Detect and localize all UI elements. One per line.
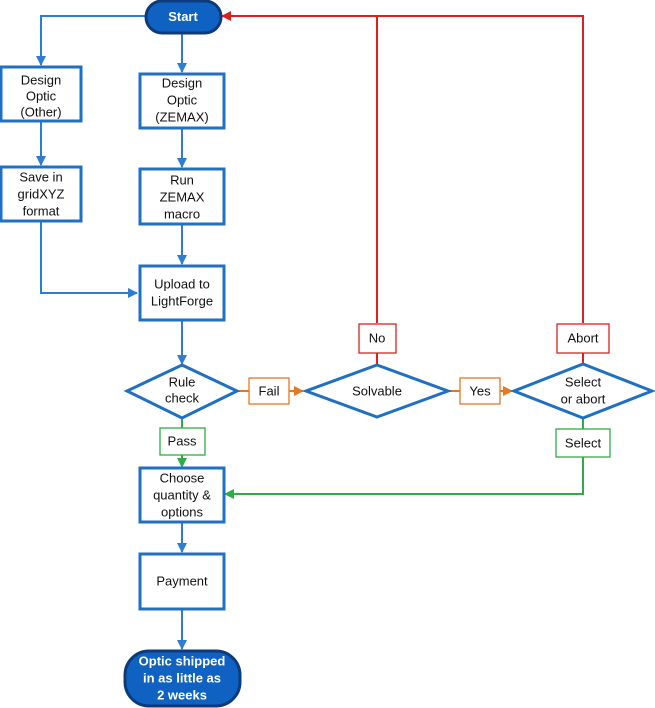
end-line-1: Optic shipped xyxy=(139,653,226,668)
no-label: No xyxy=(369,330,386,345)
fail-label: Fail xyxy=(259,383,280,398)
select-label-box: Select xyxy=(555,428,611,458)
rule-check-line-2: check xyxy=(165,390,199,405)
save-gridxyz-line-2: gridXYZ xyxy=(18,186,65,201)
choose-line-3: options xyxy=(161,504,203,519)
run-macro-line-1: Run xyxy=(170,172,194,187)
no-label-box: No xyxy=(358,323,397,354)
upload-lightforge-box: Upload to LightForge xyxy=(138,264,226,322)
edge-save-to-upload xyxy=(40,221,138,298)
design-optic-zemax-line-1: Design xyxy=(162,75,202,90)
save-gridxyz-line-1: Save in xyxy=(19,169,62,184)
edge-select-to-choose xyxy=(224,457,584,499)
solvable-diamond: Solvable xyxy=(301,363,453,419)
choose-line-2: quantity & xyxy=(153,487,211,502)
payment-box: Payment xyxy=(138,552,226,611)
design-optic-other-line-1: Design xyxy=(21,72,61,87)
run-zemax-macro-box: Run ZEMAX macro xyxy=(138,167,226,226)
design-optic-other-line-2: Optic xyxy=(26,88,57,103)
design-optic-zemax-box: Design Optic (ZEMAX) xyxy=(138,72,226,130)
save-gridxyz-line-3: format xyxy=(23,203,60,218)
edge-abort-to-start xyxy=(377,15,584,323)
run-macro-line-3: macro xyxy=(164,206,200,221)
choose-line-1: Choose xyxy=(160,470,205,485)
fail-label-box: Fail xyxy=(248,377,290,405)
edge-start-to-design-other xyxy=(36,15,146,66)
upload-line-1: Upload to xyxy=(154,276,210,291)
select-or-abort-line-2: or abort xyxy=(561,391,606,406)
select-or-abort-diamond: Select or abort xyxy=(509,362,655,420)
choose-options-box: Choose quantity & options xyxy=(138,466,226,524)
payment-label: Payment xyxy=(156,573,208,588)
abort-label-box: Abort xyxy=(556,323,610,354)
yes-label: Yes xyxy=(469,383,491,398)
start-label: Start xyxy=(168,9,198,24)
rule-check-diamond: Rule check xyxy=(123,363,241,420)
solvable-label: Solvable xyxy=(352,383,402,398)
end-line-3: 2 weeks xyxy=(157,687,207,702)
select-or-abort-line-1: Select xyxy=(565,374,602,389)
start-terminal: Start xyxy=(144,0,223,35)
design-optic-other-line-3: (Other) xyxy=(20,104,61,119)
pass-label: Pass xyxy=(168,433,197,448)
design-optic-zemax-line-3: (ZEMAX) xyxy=(155,109,208,124)
run-macro-line-2: ZEMAX xyxy=(160,189,205,204)
end-line-2: in as little as xyxy=(143,670,221,685)
design-optic-zemax-line-2: Optic xyxy=(167,92,198,107)
select-label: Select xyxy=(565,435,602,450)
save-gridxyz-box: Save in gridXYZ format xyxy=(0,165,83,223)
upload-line-2: LightForge xyxy=(151,293,213,308)
end-terminal: Optic shipped in as little as 2 weeks xyxy=(123,649,242,708)
rule-check-line-1: Rule xyxy=(169,374,196,389)
pass-label-box: Pass xyxy=(159,427,206,456)
abort-label: Abort xyxy=(567,330,598,345)
design-optic-other-box: Design Optic (Other) xyxy=(0,65,83,123)
yes-label-box: Yes xyxy=(459,377,501,405)
edge-no-to-start xyxy=(221,11,378,323)
